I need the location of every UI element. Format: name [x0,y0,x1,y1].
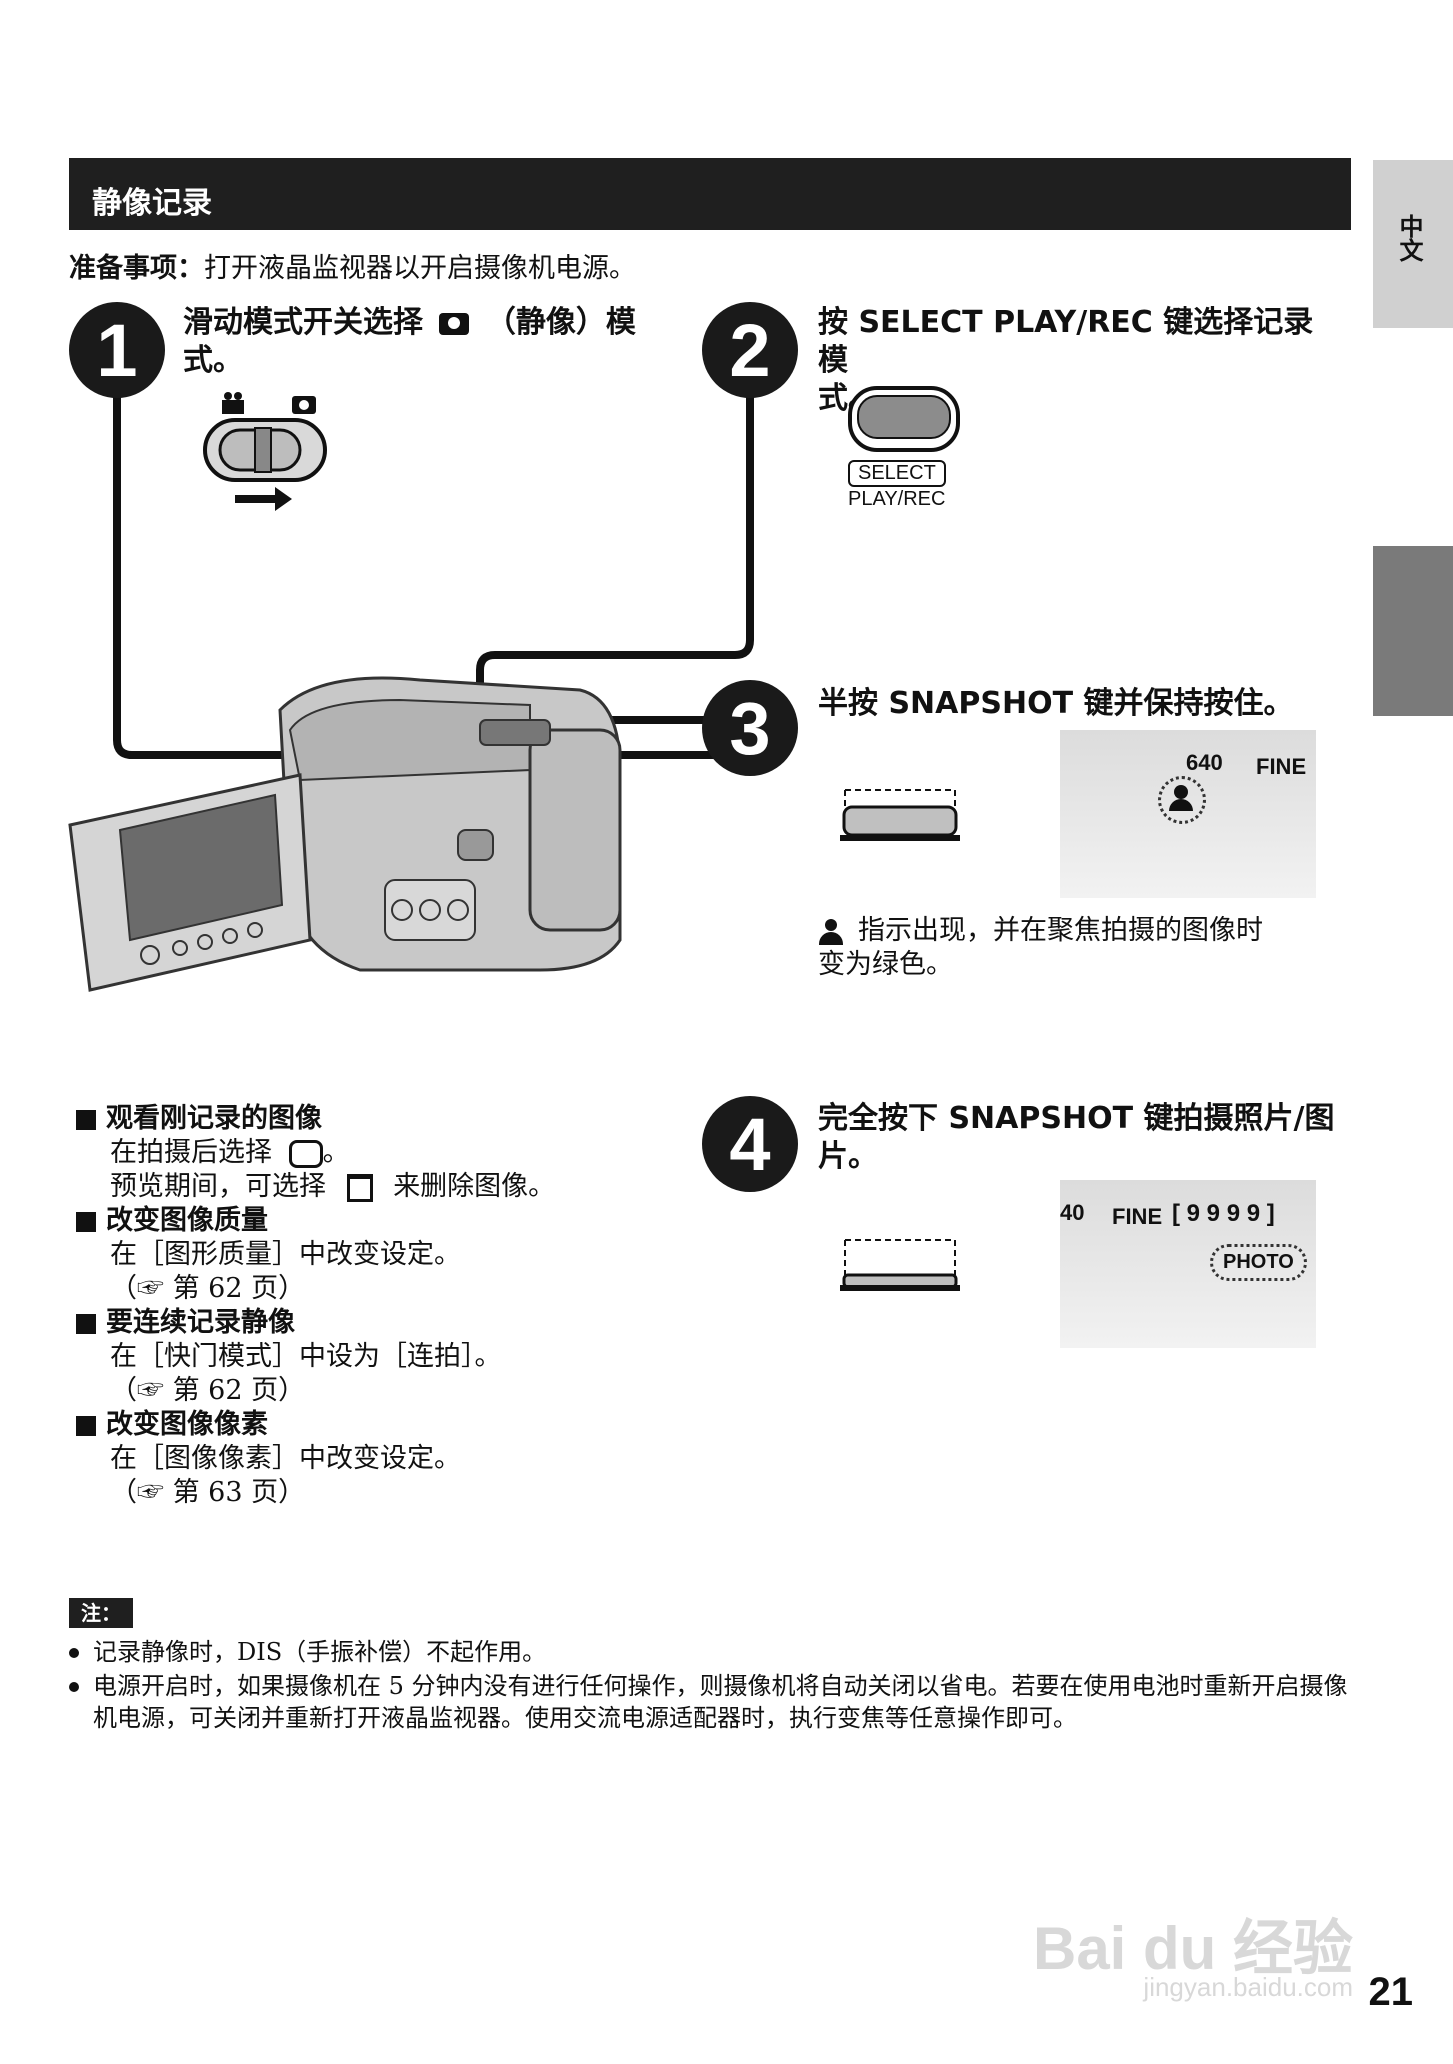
step-2-line1: 按 SELECT PLAY/REC 键选择记录模 [818,305,1314,378]
prep-text: 打开液晶监视器以开启摄像机电源。 [204,253,636,284]
lcd-preview-full-press: 40 FINE [ 9 9 9 9 ] PHOTO [1060,1180,1316,1348]
note-badge: 注： [69,1598,133,1628]
step-3-text: 半按 SNAPSHOT 键并保持按住。 [818,686,1294,721]
section-title-bar [69,158,1351,230]
step-3-tip: 指示出现，并在聚焦拍摄的图像时 变为绿色。 [818,914,1338,982]
section-head: 改变图像质量 [106,1205,268,1236]
note-item: 记录静像时，DIS（手振补偿）不起作用。 [69,1636,1351,1668]
preparation-line: 准备事项：打开液晶监视器以开启摄像机电源。 [69,246,636,285]
step-1-line1: 滑动模式开关选择 [183,305,423,340]
step-3-tip-line2: 变为绿色。 [818,949,953,980]
bullet-square-icon [76,1109,96,1130]
step-2-number: 2 [702,302,798,398]
lcd-monitor-panel [68,773,312,992]
lcd-quality: FINE [1256,754,1307,779]
section-line: 在［图像像素］中改变设定。 [110,1443,461,1474]
lcd-preview-half-press: 640 FINE [1060,730,1316,898]
snapshot-half-press-illustration[interactable] [840,785,970,845]
video-mode-icon [222,392,244,414]
bullet-square-icon [76,1313,96,1334]
person-icon [818,918,844,945]
review-icon[interactable] [288,1139,323,1168]
bullet-square-icon [76,1211,96,1232]
step-3-tip-line1: 指示出现，并在聚焦拍摄的图像时 [858,915,1263,946]
section-head: 要连续记录静像 [106,1307,295,1338]
step-1-number: 1 [69,302,165,398]
page-reference[interactable]: （☞ 第 62 页） [110,1375,306,1406]
section-line: 预览期间，可选择 [110,1171,326,1202]
trash-icon[interactable] [346,1173,373,1202]
section-line: 在［快门模式］中设为［连拍］。 [110,1341,502,1372]
section-line: 来删除图像。 [393,1171,556,1202]
step-2-text: 按 SELECT PLAY/REC 键选择记录模 式。 [818,304,1338,418]
section-change-pixels: 改变图像像素 在［图像像素］中改变设定。 （☞ 第 63 页） [76,1408,461,1510]
section-tab [1373,546,1453,716]
baidu-watermark-url: jingyan.baidu.com [1143,1972,1353,2002]
camera-icon [439,312,470,335]
arrow-right-icon [235,487,292,511]
section-head: 改变图像像素 [106,1409,268,1440]
lcd-quality: FINE [1112,1204,1163,1229]
camcorder-body [278,676,622,972]
focus-indicator-icon [1158,776,1206,824]
play-rec-label: PLAY/REC [848,488,946,510]
snapshot-full-press-illustration[interactable] [840,1235,970,1295]
page-reference[interactable]: （☞ 第 63 页） [110,1477,306,1508]
lcd-photo-indicator: PHOTO [1210,1244,1307,1281]
still-mode-icon [292,396,316,414]
section-view-recorded: 观看刚记录的图像 在拍摄后选择 。 预览期间，可选择 来删除图像。 [76,1102,555,1204]
step-4-line2: 片。 [818,1139,878,1174]
baidu-watermark-logo: Bai du 经验 [1032,1915,1353,1982]
select-label: SELECT [848,460,946,487]
lcd-resolution: 640 [1186,750,1223,775]
step-1-line2: 式。 [183,343,243,378]
note-text: 记录静像时，DIS（手振补偿）不起作用。 [93,1638,547,1666]
language-tab-label: 中文 [1395,214,1423,262]
prep-label: 准备事项： [69,253,204,284]
page-number: 21 [1368,1970,1414,2014]
step-4-line1: 完全按下 SNAPSHOT 键拍摄照片/图 [818,1101,1335,1136]
page-reference[interactable]: （☞ 第 62 页） [110,1273,306,1304]
note-text: 电源开启时，如果摄像机在 5 分钟内没有进行任何操作，则摄像机将自动关闭以省电。… [93,1672,1348,1732]
section-line: 在拍摄后选择 [110,1137,272,1168]
camcorder-illustration [68,676,622,992]
lcd-remaining-count: [ 9 9 9 9 ] [1172,1200,1275,1227]
lcd-resolution: 40 [1060,1200,1085,1225]
note-item: 电源开启时，如果摄像机在 5 分钟内没有进行任何操作，则摄像机将自动关闭以省电。… [69,1670,1351,1734]
step-1-line1-after: （静像）模 [485,305,636,340]
step-1-text: 滑动模式开关选择 （静像）模 式。 [183,304,663,380]
section-change-quality: 改变图像质量 在［图形质量］中改变设定。 （☞ 第 62 页） [76,1204,461,1306]
step-4-number: 4 [702,1096,798,1192]
section-head: 观看刚记录的图像 [106,1103,322,1134]
bullet-dot-icon [69,1648,79,1658]
bullet-dot-icon [69,1682,79,1692]
section-continuous-shooting: 要连续记录静像 在［快门模式］中设为［连拍］。 （☞ 第 62 页） [76,1306,502,1408]
bullet-square-icon [76,1415,96,1436]
step-4-text: 完全按下 SNAPSHOT 键拍摄照片/图 片。 [818,1100,1338,1176]
mode-switch-illustration[interactable] [200,390,340,520]
page-title: 静像记录 [92,186,212,221]
section-line: 在［图形质量］中改变设定。 [110,1239,461,1270]
language-tab [1373,160,1453,328]
select-play-rec-button[interactable] [848,386,960,452]
step-3-number: 3 [702,680,798,776]
